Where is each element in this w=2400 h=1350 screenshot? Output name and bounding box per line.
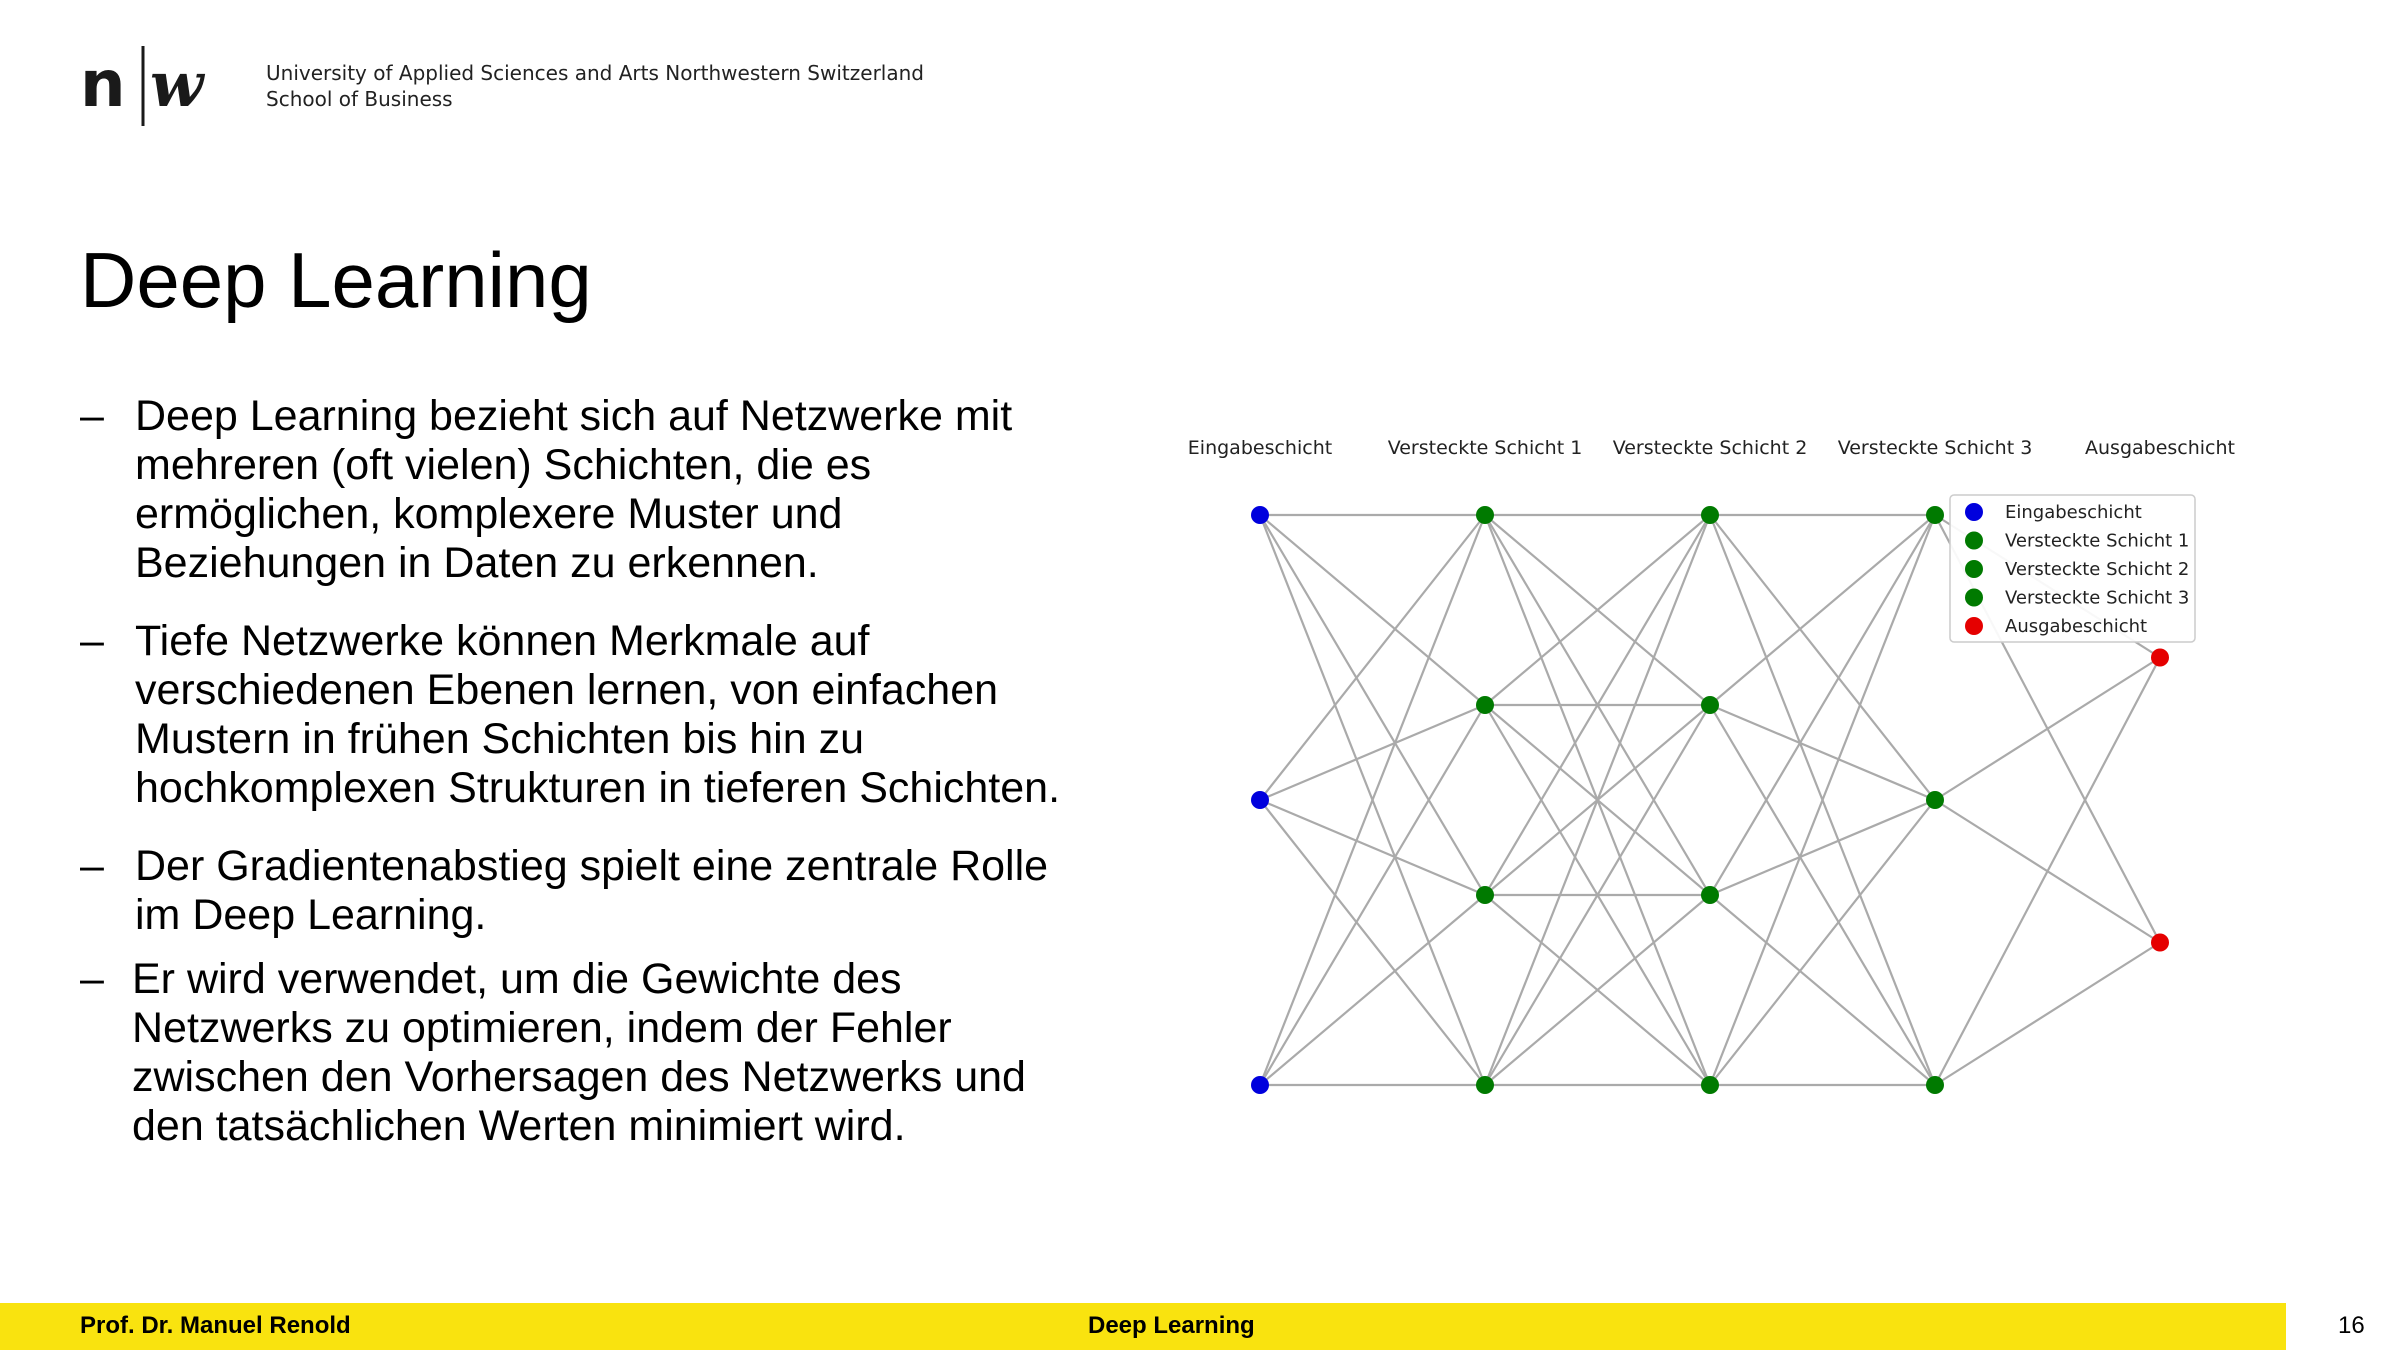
slide-title: Deep Learning: [80, 236, 592, 324]
layer-label: Ausgabeschicht: [2085, 437, 2235, 459]
bullet-dash: –: [80, 617, 104, 665]
network-node: [1701, 696, 1719, 714]
network-edge: [1483, 514, 1712, 1086]
network-node: [1701, 886, 1719, 904]
legend-marker: [1965, 503, 1983, 521]
page-number: 16: [2338, 1312, 2365, 1339]
fhnw-logo: n w: [80, 46, 206, 126]
network-edge: [1934, 656, 2161, 801]
network-edge: [1709, 704, 1936, 1086]
institution-line: University of Applied Sciences and Arts …: [266, 61, 924, 85]
network-node: [1476, 886, 1494, 904]
network-edge: [1484, 514, 1711, 706]
network-node: [2151, 648, 2169, 667]
network-edge: [1259, 799, 1486, 1086]
layer-label: Versteckte Schicht 3: [1838, 437, 2033, 459]
network-edge: [1484, 894, 1711, 1086]
bullet-item: –Der Gradientenabstieg spielt eine zentr…: [80, 842, 1130, 940]
network-edge: [1258, 514, 1487, 1086]
network-edge: [1709, 798, 1936, 897]
layer-label: Versteckte Schicht 1: [1388, 437, 1583, 459]
bullet-text: Tiefe Netzwerke können Merkmale auf vers…: [135, 617, 1061, 812]
network-node: [1251, 1076, 1269, 1094]
svg-text:n: n: [80, 48, 126, 122]
legend-label: Eingabeschicht: [2005, 502, 2142, 523]
legend-marker: [1965, 588, 1983, 607]
network-edge: [1259, 514, 1486, 896]
network-node: [1926, 506, 1944, 524]
network-node: [1701, 506, 1719, 524]
bullet-item: –Tiefe Netzwerke können Merkmale auf ver…: [80, 617, 1130, 813]
legend-label: Ausgabeschicht: [2005, 616, 2147, 637]
bullet-text: Deep Learning bezieht sich auf Netzwerke…: [135, 392, 1013, 587]
legend-marker: [1965, 531, 1983, 550]
network-edge: [1484, 704, 1711, 1086]
network-node: [1926, 791, 1944, 809]
network-edge: [1709, 514, 1936, 706]
bullet-text: Er wird verwendet, um die Gewichte des N…: [132, 955, 1026, 1150]
network-edge: [1259, 514, 1486, 706]
network-edge: [1259, 798, 1486, 897]
network-node: [1701, 1076, 1719, 1094]
network-edge: [1259, 703, 1486, 802]
bullet-dash: –: [80, 842, 104, 890]
bullet-item: –Er wird verwendet, um die Gewichte des …: [80, 955, 1130, 1151]
bullet-list: –Deep Learning bezieht sich auf Netzwerk…: [80, 392, 1130, 1151]
network-edge: [1708, 514, 1937, 1086]
network-node: [1251, 506, 1269, 524]
institution-name: University of Applied Sciences and Arts …: [266, 60, 924, 112]
legend-marker: [1965, 560, 1983, 578]
legend-box: [1949, 494, 2196, 643]
network-node: [2151, 933, 2169, 952]
legend-label: Versteckte Schicht 1: [2005, 531, 2189, 552]
bullet-dash: –: [80, 392, 104, 440]
legend-marker: [1965, 617, 1983, 635]
network-edge: [1709, 514, 1936, 896]
layer-label: Versteckte Schicht 2: [1613, 437, 1808, 459]
network-edge: [1934, 656, 2161, 1086]
network-nodes: [1251, 506, 2169, 1094]
bullet-dash: –: [80, 955, 104, 1003]
layer-label: Eingabeschicht: [1188, 437, 1332, 459]
network-node: [1251, 791, 1269, 809]
network-edge: [1259, 894, 1486, 1086]
network-node: [1476, 1076, 1494, 1094]
footer-author: Prof. Dr. Manuel Renold: [80, 1312, 351, 1339]
layer-labels: Eingabeschicht Versteckte Schicht 1 Verste…: [1188, 437, 2235, 459]
network-edge: [1709, 799, 1936, 1086]
network-edge: [1709, 514, 1936, 801]
legend-label: Versteckte Schicht 2: [2005, 559, 2189, 580]
network-node: [1476, 696, 1494, 714]
footer-topic: Deep Learning: [1088, 1312, 1255, 1339]
svg-text:w: w: [150, 48, 206, 121]
legend-label: Versteckte Schicht 3: [2005, 588, 2189, 609]
footer-bar: [0, 1303, 2286, 1350]
network-edge: [1484, 514, 1711, 896]
network-edge: [1934, 941, 2161, 1086]
network-edge: [1709, 894, 1936, 1086]
bullet-text: Der Gradientenabstieg spielt eine zentra…: [135, 842, 1049, 939]
network-node: [1476, 506, 1494, 524]
network-edge: [1259, 514, 1486, 801]
network-edge: [1709, 703, 1936, 802]
network-edge: [1259, 704, 1486, 1086]
network-node: [1926, 1076, 1944, 1094]
network-edges: [1258, 513, 2161, 1087]
bullet-item: –Deep Learning bezieht sich auf Netzwerk…: [80, 392, 1130, 588]
school-line: School of Business: [266, 87, 453, 111]
